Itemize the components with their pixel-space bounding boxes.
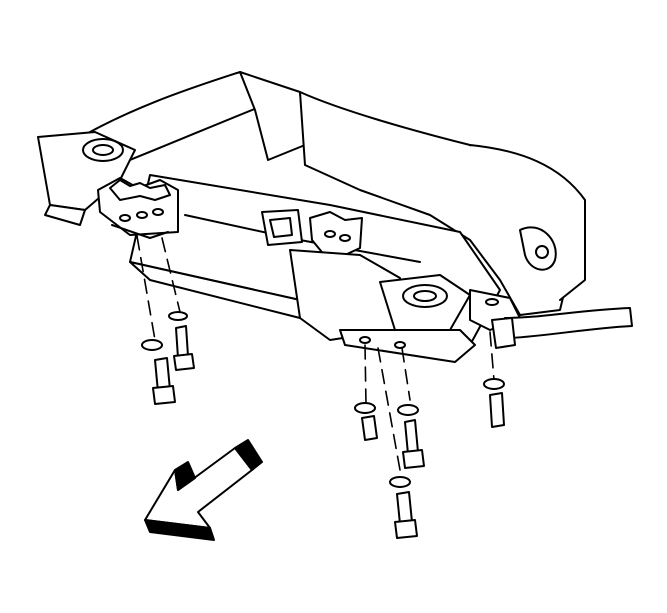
bolt-right-2 [397, 404, 425, 469]
center-engine-mount [261, 209, 363, 263]
bolt-right-4 [389, 476, 418, 539]
bolt-left-1 [141, 339, 176, 405]
bolt-right-3 [483, 378, 505, 428]
bolt-right-1 [354, 402, 378, 441]
bolt-alignment-lines [136, 235, 495, 471]
bolt-left-2 [168, 311, 195, 371]
left-mount-bracket [37, 131, 179, 239]
front-direction-arrow [144, 439, 263, 541]
stabilizer-bar [491, 307, 633, 349]
